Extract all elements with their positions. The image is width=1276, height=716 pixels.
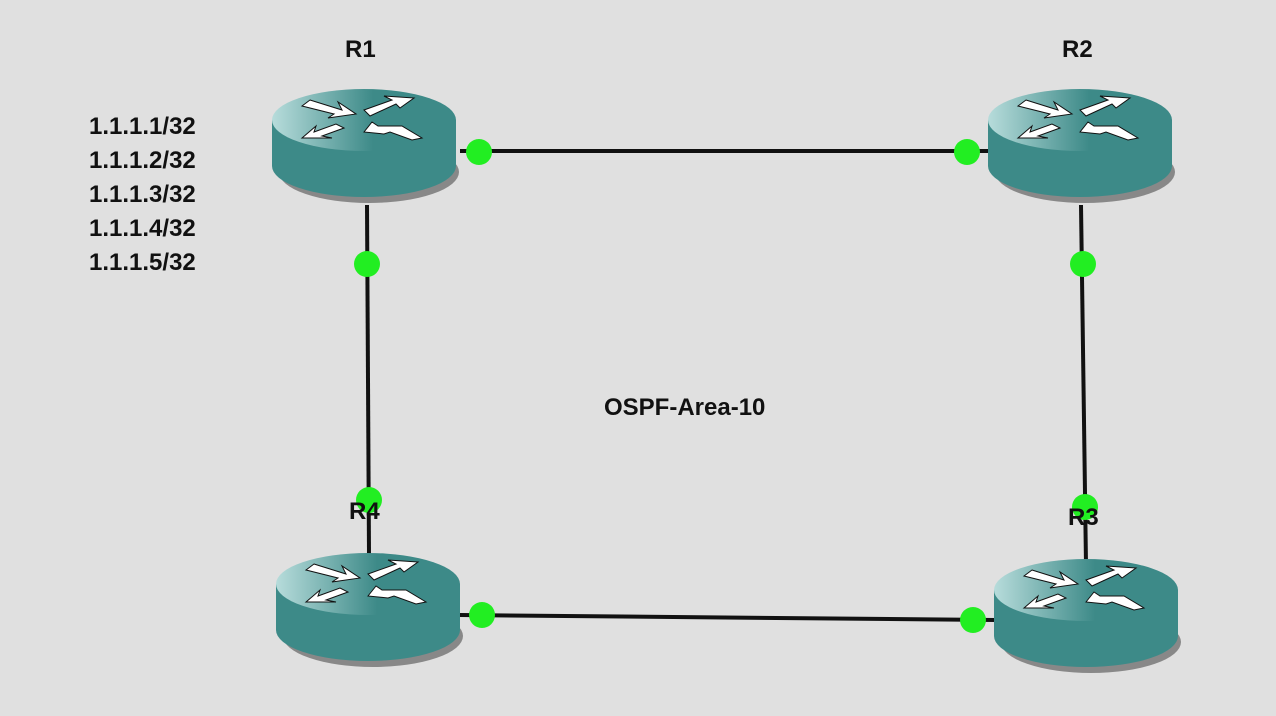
router-r2[interactable]	[988, 89, 1175, 203]
router-top	[276, 553, 460, 615]
router-label-r2: R2	[1062, 36, 1093, 63]
router-r3[interactable]	[994, 559, 1181, 673]
link-status-dot	[466, 139, 492, 165]
r1-loopback-list: 1.1.1.1/32 1.1.1.2/32 1.1.1.3/32 1.1.1.4…	[89, 110, 196, 280]
router-arrows-icon	[304, 559, 428, 605]
link-status-dot	[1072, 494, 1098, 520]
router-r1[interactable]	[272, 89, 459, 203]
router-arrows-icon	[300, 95, 424, 141]
loopback-address: 1.1.1.1/32	[89, 113, 196, 140]
link-r3-r4[interactable]	[459, 613, 996, 622]
area-label: OSPF-Area-10	[604, 394, 766, 421]
router-arrows-icon	[1016, 95, 1140, 141]
router-label-r3: R3	[1068, 504, 1099, 531]
link-status-dot	[354, 251, 380, 277]
loopback-address: 1.1.1.5/32	[89, 249, 196, 276]
link-status-dot	[1070, 251, 1096, 277]
link-status-dot	[356, 487, 382, 513]
router-top	[994, 559, 1178, 621]
link-status-dot	[469, 602, 495, 628]
loopback-address: 1.1.1.2/32	[89, 147, 196, 174]
link-status-dot	[960, 607, 986, 633]
router-arrows-icon	[1022, 565, 1146, 611]
loopback-address: 1.1.1.4/32	[89, 215, 196, 242]
router-top	[272, 89, 456, 151]
router-label-r4: R4	[349, 498, 380, 525]
router-top	[988, 89, 1172, 151]
loopback-address: 1.1.1.3/32	[89, 181, 196, 208]
router-r4[interactable]	[276, 553, 463, 667]
link-status-dot	[954, 139, 980, 165]
router-label-r1: R1	[345, 36, 376, 63]
